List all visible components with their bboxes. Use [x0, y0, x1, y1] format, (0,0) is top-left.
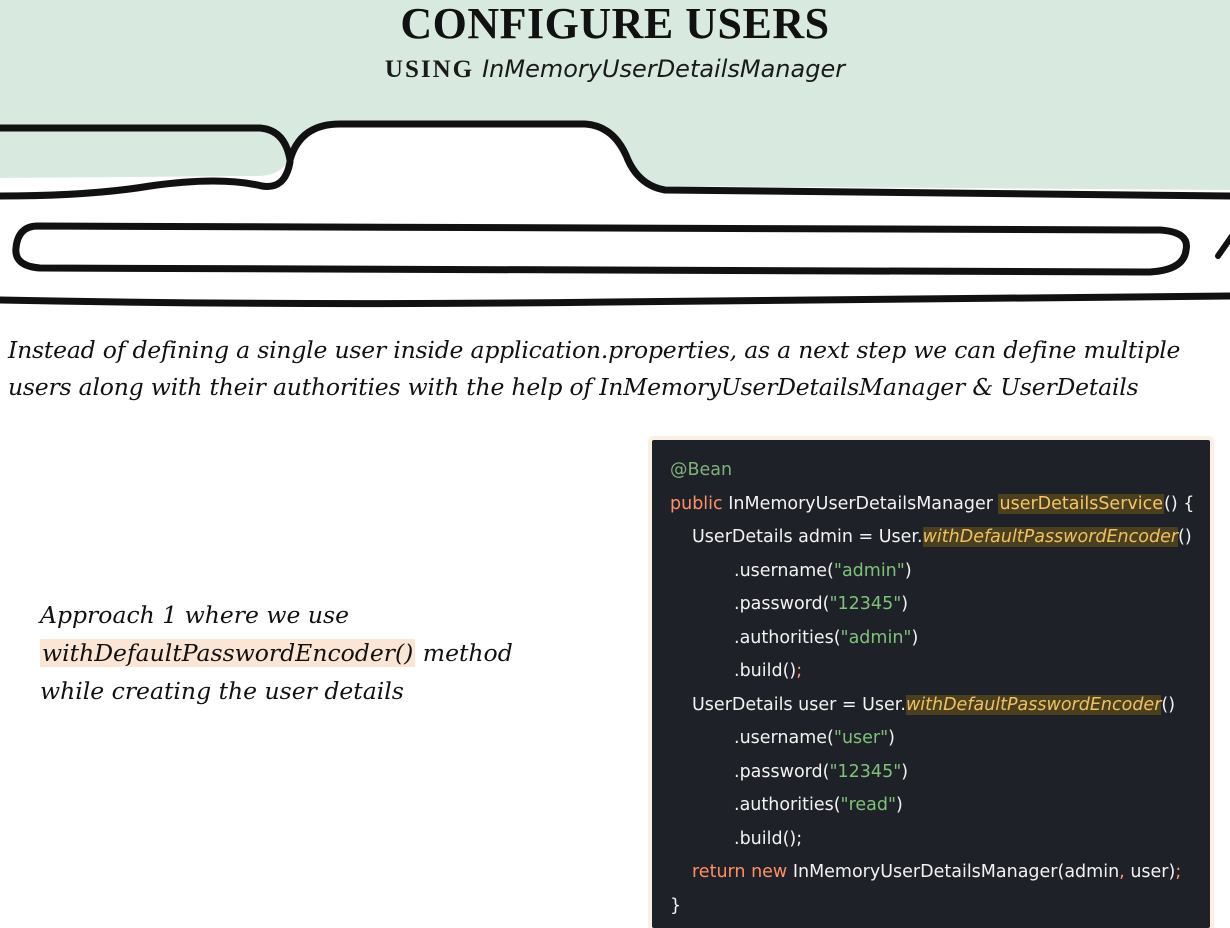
code-line: .username("user") [652, 722, 1210, 756]
code-line: .username("admin") [652, 555, 1210, 589]
code-annotation: @Bean [670, 460, 733, 480]
code-string: "read" [840, 795, 897, 815]
code-line: .authorities("admin") [652, 622, 1210, 656]
code-line: return new InMemoryUserDetailsManager(ad… [652, 856, 1210, 890]
code-text: ) [904, 560, 912, 581]
subtitle-prefix: USING [384, 56, 475, 83]
code-line: UserDetails user = User.withDefaultPassw… [652, 689, 1210, 723]
code-string: "admin" [840, 627, 912, 648]
page-subtitle: USING InMemoryUserDetailsManager [0, 54, 1230, 84]
intro-paragraph: Instead of defining a single user inside… [8, 332, 1230, 406]
code-text: .password( [734, 761, 830, 782]
code-text: .build() [734, 661, 797, 681]
code-text: () [1178, 527, 1192, 547]
code-text: ) [896, 795, 903, 815]
approach-line-3: while creating the user details [40, 677, 404, 705]
code-text: () { [1164, 493, 1195, 514]
code-text: InMemoryUserDetailsManager [722, 493, 999, 514]
code-text: } [670, 895, 682, 916]
code-text: .password( [734, 594, 830, 614]
code-text: UserDetails admin = User. [692, 527, 923, 547]
code-method-highlight: userDetailsService [998, 493, 1164, 514]
code-text: .username( [734, 728, 834, 748]
code-punctuation: ; [796, 661, 803, 681]
code-text: ) [911, 627, 919, 648]
approach-line-1: Approach 1 where we use [40, 601, 349, 629]
code-text: InMemoryUserDetailsManager(admin [787, 862, 1120, 882]
approach-description: Approach 1 where we use withDefaultPassw… [40, 596, 600, 710]
code-string: "12345" [829, 761, 902, 782]
code-keyword: return new [692, 862, 788, 882]
code-text: .username( [734, 560, 834, 581]
code-text: .authorities( [734, 795, 841, 815]
code-text: UserDetails user = User. [692, 694, 906, 715]
code-line: } [652, 890, 1210, 924]
page-title: CONFIGURE USERS [400, 0, 830, 48]
code-text: user) [1124, 862, 1176, 882]
code-text: () [1161, 694, 1176, 715]
code-line: @Bean [652, 454, 1210, 488]
approach-line-2: withDefaultPasswordEncoder() method [40, 634, 600, 672]
code-punctuation: , [1119, 862, 1125, 882]
code-line: .password("12345") [652, 756, 1210, 790]
code-snippet: @Bean public InMemoryUserDetailsManager … [652, 440, 1210, 928]
code-punctuation: ; [1175, 862, 1182, 882]
approach-line-2-rest: method [415, 639, 513, 667]
intro-line-1: Instead of defining a single user inside… [8, 336, 1181, 364]
approach-highlight: withDefaultPasswordEncoder() [40, 639, 416, 667]
code-string: "admin" [833, 560, 905, 581]
code-line: public InMemoryUserDetailsManager userDe… [652, 488, 1210, 522]
code-string: "user" [833, 728, 889, 748]
code-method-highlight: withDefaultPasswordEncoder [922, 527, 1179, 547]
subtitle-class-name: InMemoryUserDetailsManager [482, 55, 846, 83]
code-method-highlight: withDefaultPasswordEncoder [905, 694, 1162, 715]
code-string: "12345" [829, 594, 902, 614]
code-text: .build(); [734, 828, 803, 849]
code-line: .authorities("read") [652, 789, 1210, 823]
code-text: ) [901, 761, 909, 782]
code-line: UserDetails admin = User.withDefaultPass… [652, 521, 1210, 555]
code-line: .build(); [652, 655, 1210, 689]
code-text: ) [888, 728, 895, 748]
code-line: .build(); [652, 823, 1210, 857]
code-text: .authorities( [734, 627, 841, 648]
code-keyword: public [670, 493, 723, 514]
code-line: .password("12345") [652, 588, 1210, 622]
code-text: ) [901, 594, 909, 614]
intro-line-2: users along with their authorities with … [8, 373, 1139, 401]
